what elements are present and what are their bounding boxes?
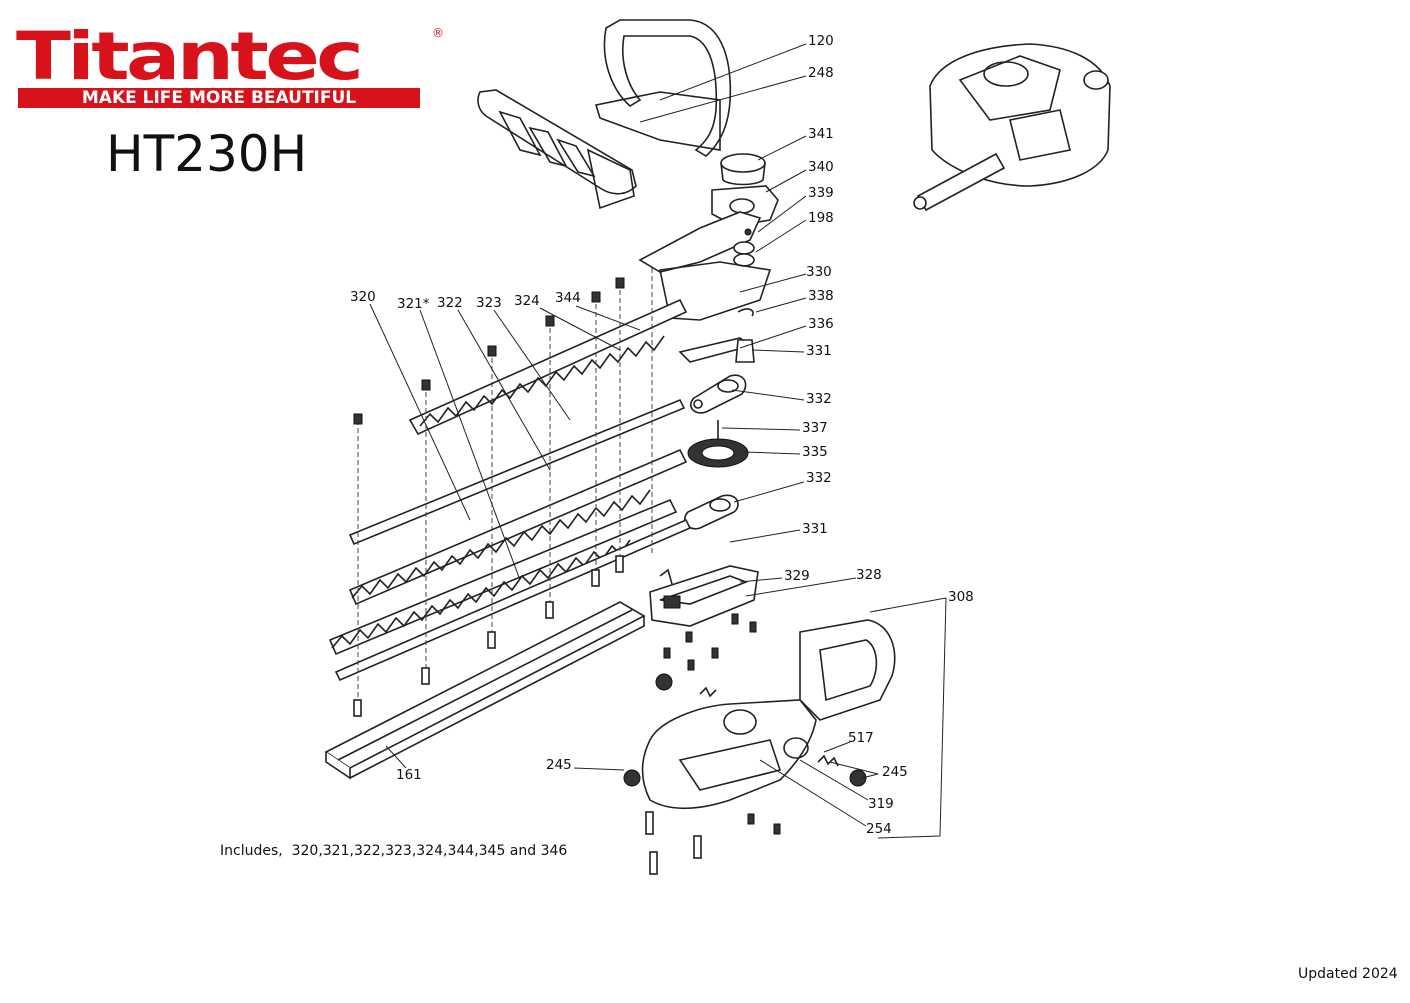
callout-120: 120	[808, 33, 834, 49]
callout-338: 338	[808, 288, 834, 304]
rear-handle-part	[623, 619, 896, 810]
engine-part	[913, 43, 1111, 212]
callout-336: 336	[808, 316, 834, 332]
callout-161: 161	[396, 767, 422, 783]
blade-assembly-part	[328, 298, 692, 682]
leader-lines	[369, 43, 947, 839]
callout-328: 328	[856, 567, 882, 583]
callout-245-left: 245	[546, 757, 572, 773]
callout-198: 198	[808, 210, 834, 226]
callout-248: 248	[808, 65, 834, 81]
callout-254: 254	[866, 821, 892, 837]
callout-341: 341	[808, 126, 834, 142]
callout-322: 322	[437, 295, 463, 311]
brand-tagline: MAKE LIFE MORE BEAUTIFUL	[18, 88, 420, 108]
base-bolts-part	[645, 613, 781, 875]
registered-mark: ®	[432, 26, 444, 40]
callout-331-upper: 331	[806, 343, 832, 359]
blade-sheath-part	[324, 601, 646, 780]
gear-part	[687, 420, 749, 468]
gear-plates-part	[659, 261, 772, 363]
callout-330: 330	[806, 264, 832, 280]
callout-labels: 120 248 341 340 339 198 330 338 336 331 …	[350, 33, 974, 837]
callout-320: 320	[350, 289, 376, 305]
callout-337: 337	[802, 420, 828, 436]
front-handle-part	[594, 19, 732, 157]
callout-331-lower: 331	[802, 521, 828, 537]
callout-324: 324	[514, 293, 540, 309]
callout-332-lower: 332	[806, 470, 832, 486]
callout-335: 335	[802, 444, 828, 460]
gear-housing-part	[638, 153, 779, 273]
callout-245-right: 245	[882, 764, 908, 780]
updated-note: Updated 2024	[1298, 966, 1398, 982]
crank-lower-part	[684, 494, 739, 530]
callout-308: 308	[948, 589, 974, 605]
callout-339: 339	[808, 185, 834, 201]
callout-517: 517	[848, 730, 874, 746]
blade-bolts-part	[353, 268, 653, 717]
callout-319: 319	[868, 796, 894, 812]
includes-footnote: Includes, 320,321,322,323,324,344,345 an…	[220, 843, 568, 859]
callout-329: 329	[784, 568, 810, 584]
model-title: HT230H	[106, 125, 308, 183]
brand-wordmark: Titantec	[16, 18, 364, 95]
callout-321: 321*	[397, 296, 430, 312]
crank-upper-part	[690, 374, 747, 414]
gearbox-base-part	[649, 565, 759, 627]
callout-340: 340	[808, 159, 834, 175]
callout-332-upper: 332	[806, 391, 832, 407]
callout-323: 323	[476, 295, 502, 311]
hand-guard-part	[477, 89, 637, 210]
callout-344: 344	[555, 290, 581, 306]
brand-logo: Titantec ® MAKE LIFE MORE BEAUTIFUL	[16, 18, 444, 114]
